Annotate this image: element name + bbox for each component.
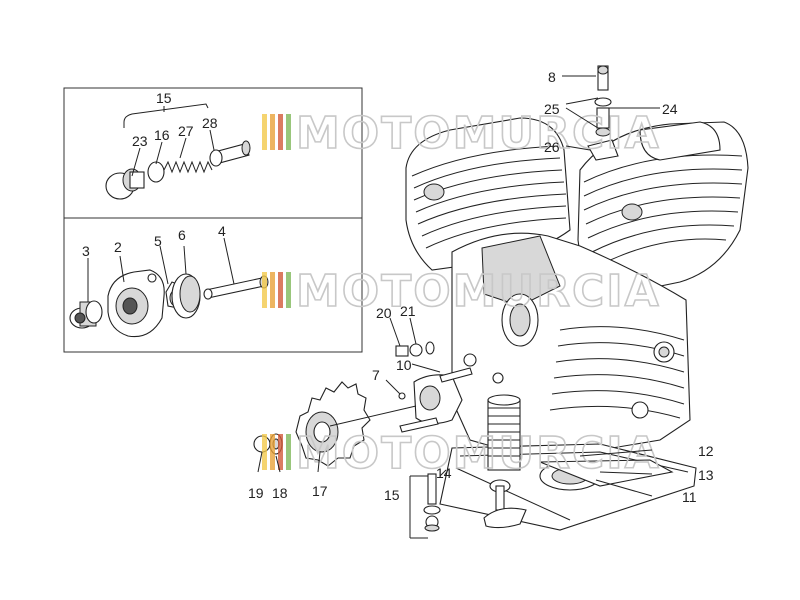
callout-5: 5 [154, 233, 162, 249]
callout-19: 19 [248, 485, 264, 501]
callouts: 8 25 24 26 15 23 16 27 28 3 2 5 6 4 20 2… [82, 69, 714, 505]
drain-plug [483, 479, 527, 529]
callout-27: 27 [178, 123, 194, 139]
watermark-2: MOTOMURCIA [262, 265, 661, 318]
watermark-text-2: MOTOMURCIA [296, 266, 661, 317]
callout-20: 20 [376, 305, 392, 321]
callout-16: 16 [154, 127, 170, 143]
valve-washer [147, 161, 165, 183]
small-bolts [395, 341, 473, 383]
oil-strainer [539, 459, 674, 491]
callout-6: 6 [178, 227, 186, 243]
callout-23: 23 [132, 133, 148, 149]
callout-17: 17 [312, 483, 328, 499]
callout-12: 12 [698, 443, 714, 459]
callout-11: 11 [682, 489, 697, 505]
pressure-switch [587, 65, 619, 161]
oil-filter [487, 394, 521, 471]
callout-18: 18 [272, 485, 288, 501]
right-cylinder [577, 121, 749, 297]
relief-valve-group [105, 103, 251, 200]
callout-15-inset: 15 [156, 90, 172, 106]
callout-21: 21 [400, 303, 416, 319]
pump-bush [69, 300, 103, 329]
callout-4: 4 [218, 223, 226, 239]
left-cylinder [405, 117, 571, 271]
callout-14: 14 [436, 465, 452, 481]
callout-26: 26 [544, 139, 560, 155]
watermark-text-3: MOTOMURCIA [296, 428, 661, 479]
callout-24: 24 [662, 101, 678, 117]
bolt-stack [423, 473, 441, 532]
leader-lines [257, 75, 660, 539]
watermark-1: MOTOMURCIA [262, 107, 661, 160]
callout-15-bottom: 15 [384, 487, 400, 503]
callout-2: 2 [114, 239, 122, 255]
valve-spring [163, 160, 213, 174]
watermark-3: MOTOMURCIA [262, 427, 661, 480]
callout-28: 28 [202, 115, 218, 131]
callout-3: 3 [82, 243, 90, 259]
callout-10: 10 [396, 357, 412, 373]
pump-body [107, 269, 165, 338]
sprocket-nut [253, 433, 283, 455]
pump-cover [329, 374, 463, 433]
callout-7: 7 [372, 367, 380, 383]
valve-piston [209, 140, 251, 167]
callout-13: 13 [698, 467, 714, 483]
callout-8: 8 [548, 69, 556, 85]
callout-25: 25 [544, 101, 560, 117]
outer-rotor [171, 273, 201, 319]
valve-cap [105, 168, 145, 200]
timing-sprocket [295, 381, 371, 467]
watermark-text-1: MOTOMURCIA [296, 108, 661, 159]
